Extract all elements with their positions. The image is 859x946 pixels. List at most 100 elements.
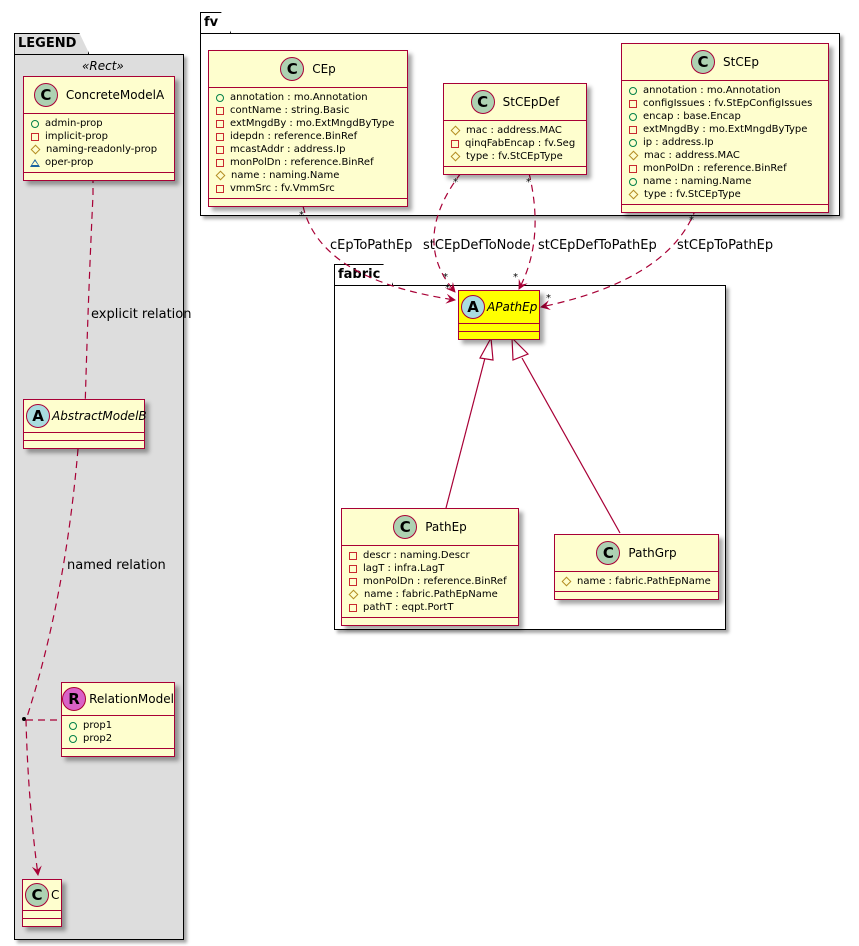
private-icon (216, 158, 224, 167)
class-name: PathEp (425, 520, 467, 534)
attribute: ip : address.Ip (628, 136, 822, 149)
private-icon (216, 119, 224, 128)
inheritance-arrowhead-pathgrp (511, 336, 530, 361)
private-icon (31, 132, 39, 141)
multiplicity: * (513, 272, 518, 283)
edge-explicit-relation (80, 176, 94, 412)
abstract-kind-icon: A (461, 295, 485, 319)
multiplicity: * (443, 272, 448, 283)
private-icon (629, 164, 637, 173)
attribute: mcastAddr : address.Ip (215, 143, 401, 156)
multiplicity: * (546, 293, 551, 304)
attribute: monPolDn : reference.BinRef (628, 162, 822, 175)
fabric-package-tab: fabric (334, 264, 393, 285)
class-name: RelationModel (89, 692, 174, 706)
private-icon (216, 145, 224, 154)
public-icon (629, 177, 637, 186)
public-icon (31, 119, 39, 128)
private-icon (216, 132, 224, 141)
class-cep[interactable]: C CEp annotation : mo.Annotation contName… (208, 50, 408, 207)
class-kind-icon: C (691, 50, 716, 74)
class-name: AbstractModelB (52, 409, 147, 423)
edge-stcepdef-to-node (433, 172, 462, 293)
attribute: oper-prop (30, 156, 168, 169)
class-name: APathEp (487, 300, 538, 314)
multiplicity: * (453, 177, 458, 188)
private-icon (349, 564, 357, 573)
class-name: ConcreteModelA (65, 88, 165, 102)
attribute: name : fabric.PathEpName (561, 575, 712, 588)
protected-icon (628, 150, 639, 161)
attribute: prop1 (68, 719, 168, 732)
multiplicity: * (445, 283, 450, 294)
attribute: qinqFabEncap : fv.Seg (450, 137, 580, 150)
attribute: extMngdBy : mo.ExtMngdByType (628, 123, 822, 136)
class-kind-icon: C (393, 515, 418, 539)
attribute: descr : naming.Descr (348, 549, 512, 562)
public-icon (69, 721, 77, 730)
relation-kind-icon: R (62, 687, 87, 711)
edge-cep-to-pathep (302, 205, 456, 304)
abstract-kind-icon: A (26, 404, 50, 428)
class-name: CEp (312, 62, 336, 76)
attribute: monPolDn : reference.BinRef (215, 156, 401, 169)
protected-icon (215, 170, 226, 181)
attribute: admin-prop (30, 117, 168, 130)
class-kind-icon: C (470, 90, 495, 114)
class-name: PathGrp (628, 546, 677, 560)
attribute: annotation : mo.Annotation (215, 91, 401, 104)
private-icon (216, 184, 224, 193)
public-icon (629, 112, 637, 121)
package-icon (30, 158, 40, 167)
legend-package-tab: LEGEND (14, 33, 89, 54)
class-kind-icon: C (33, 83, 58, 107)
private-icon (349, 603, 357, 612)
edge-stcepdef-to-pathep (518, 172, 536, 290)
attribute: contName : string.Basic (215, 104, 401, 117)
explicit-relation-label: explicit relation (91, 307, 192, 322)
private-icon (216, 106, 224, 115)
legend-package (14, 54, 184, 940)
named-relation-label: named relation (67, 558, 166, 573)
attribute: extMngdBy : mo.ExtMngdByType (215, 117, 401, 130)
protected-icon (628, 189, 639, 200)
edge-named-relation (25, 448, 79, 876)
attribute: type : fv.StCEpType (450, 150, 580, 163)
class-kind-icon: C (280, 57, 305, 81)
class-name: C (51, 888, 60, 902)
protected-icon (561, 576, 572, 587)
inheritance-arrowhead-pathep (479, 335, 494, 361)
private-icon (629, 99, 637, 108)
class-pathgrp[interactable]: C PathGrp name : fabric.PathEpName (554, 534, 719, 600)
relation-label-cep-to-pathep: cEpToPathEp (330, 238, 413, 253)
attribute: monPolDn : reference.BinRef (348, 575, 512, 588)
public-icon (629, 86, 637, 95)
attribute: lagT : infra.LagT (348, 562, 512, 575)
private-icon (349, 577, 357, 586)
public-icon (69, 734, 77, 743)
class-pathep[interactable]: C PathEp descr : naming.Descr lagT : infr… (341, 508, 519, 626)
attribute: name : naming.Name (628, 175, 822, 188)
relation-label-stcep-to-pathep: stCEpToPathEp (677, 238, 774, 253)
protected-icon (450, 125, 461, 136)
protected-icon (30, 144, 41, 155)
private-icon (349, 551, 357, 560)
class-kind-icon: C (596, 541, 621, 565)
edge-pathgrp-inherits (521, 357, 621, 534)
edge-stcep-to-pathep (540, 207, 697, 311)
relation-junction-dot (22, 717, 26, 721)
edge-pathep-inherits (445, 357, 486, 509)
multiplicity: * (299, 210, 304, 221)
attribute: configIssues : fv.StEpConfigIssues (628, 97, 822, 110)
attribute: pathT : eqpt.PortT (348, 601, 512, 614)
protected-icon (450, 151, 461, 162)
class-kind-icon: C (25, 883, 49, 907)
